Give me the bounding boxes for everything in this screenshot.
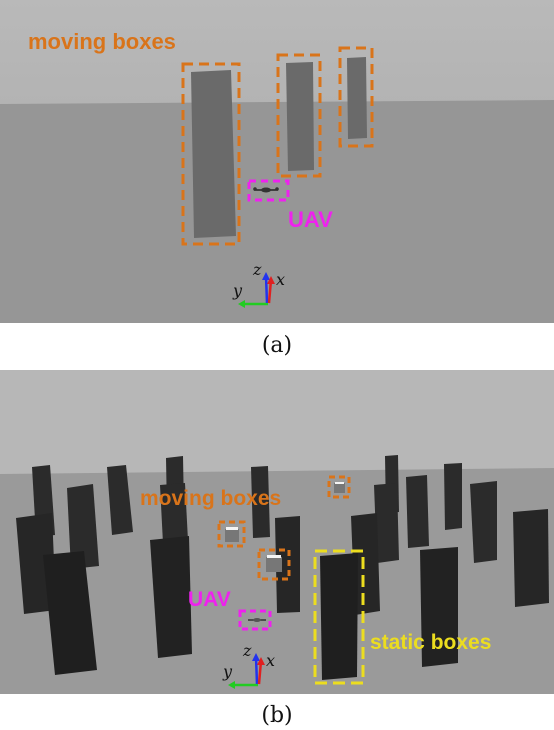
ground-plane <box>0 100 554 323</box>
panel-a-scene: moving boxes UAV z x y <box>0 0 554 323</box>
x-axis-label: x <box>276 270 285 289</box>
panel-b-scene: moving boxes UAV static boxes z x y <box>0 370 554 694</box>
static-box-outline <box>313 549 365 685</box>
moving-box-1 <box>191 70 236 238</box>
static-boxes <box>16 455 549 680</box>
moving-box-2 <box>286 62 314 171</box>
moving-boxes-label: moving boxes <box>140 487 281 510</box>
panel-b-render: moving boxes UAV static boxes z x y <box>0 370 554 694</box>
z-axis-arrow <box>264 275 269 304</box>
panel-a-render: moving boxes UAV z x y <box>0 0 554 323</box>
z-axis-label: z <box>252 260 262 279</box>
uav-icon <box>253 187 279 193</box>
moving-box-1-outline <box>181 62 241 246</box>
y-axis-label: y <box>232 281 243 300</box>
moving-box-3-outline <box>338 46 374 148</box>
caption-a: (a) <box>261 333 293 358</box>
moving-box-1-outline <box>217 520 246 548</box>
z-axis-label: z <box>242 641 252 660</box>
moving-box-3-outline <box>327 475 351 499</box>
y-axis-label: y <box>222 662 233 681</box>
moving-boxes-label: moving boxes <box>28 29 176 54</box>
moving-box-2-outline <box>257 548 291 581</box>
uav-outline <box>238 609 272 631</box>
x-axis-label: x <box>266 651 275 670</box>
sky <box>0 370 554 474</box>
caption-b: (b) <box>261 703 293 728</box>
uav-label: UAV <box>188 588 231 611</box>
moving-box-cubes <box>225 482 345 572</box>
axis-gizmo: z x y <box>222 641 275 689</box>
uav-label: UAV <box>288 207 333 232</box>
axis-gizmo: z x y <box>232 260 285 308</box>
uav-outline <box>247 179 290 202</box>
static-boxes-label: static boxes <box>370 631 491 654</box>
moving-box-3 <box>347 57 367 139</box>
moving-box-2-outline <box>276 53 322 178</box>
z-axis-arrow <box>254 656 259 685</box>
uav-icon <box>248 618 266 622</box>
